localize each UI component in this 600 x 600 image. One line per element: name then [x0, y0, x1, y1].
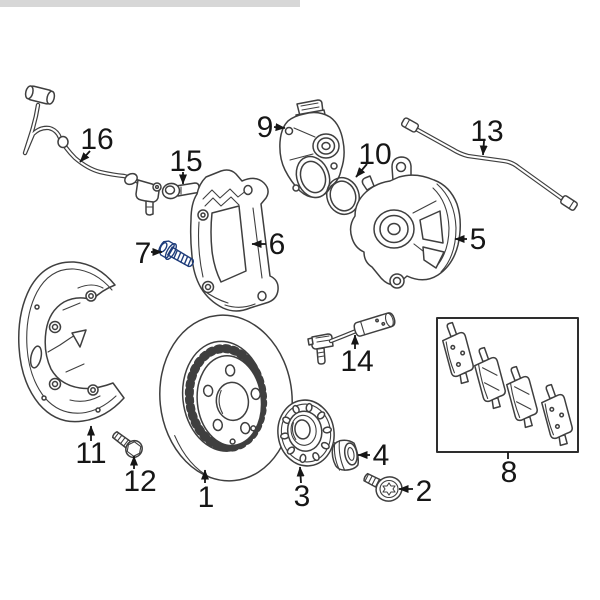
callout-number: 13: [470, 115, 503, 148]
callout-number: 2: [416, 475, 433, 508]
callout-9-actuator: 9: [257, 111, 286, 144]
callout-number: 3: [294, 480, 311, 513]
part-1-brake-rotor: [159, 314, 293, 482]
part-2-rotor-set-screw: [363, 472, 403, 502]
callout-arrow: [479, 140, 488, 156]
callout-5-brake-caliper: 5: [454, 223, 487, 256]
part-13-brake-hose: [400, 117, 578, 211]
callout-8-brake-pad-set: 8: [501, 452, 518, 489]
callout-number: 15: [169, 145, 202, 178]
callout-arrow: [355, 163, 368, 178]
part-16-abs-speed-sensor: [22, 85, 162, 216]
callout-number: 4: [373, 439, 390, 472]
callout-number: 11: [75, 437, 106, 470]
part-4-hub-cap: [331, 439, 360, 471]
part-6-caliper-bracket: [189, 169, 279, 312]
part-8-brake-pad-set: [436, 317, 579, 453]
callout-number: 8: [501, 456, 518, 489]
callout-arrow: [296, 466, 305, 484]
part-9-parking-brake-actuator: [279, 99, 345, 199]
part-12-shield-bolt: [111, 431, 143, 459]
part-3-wheel-hub: [277, 399, 335, 467]
part-15-guide-pin: [161, 182, 200, 200]
callout-number: 7: [135, 237, 152, 270]
part-11-splash-shield: [17, 261, 125, 423]
callout-16-abs-sensor: 16: [79, 123, 114, 163]
brake-pad: [442, 321, 474, 385]
brake-pad: [541, 383, 573, 447]
callout-2-rotor-screw: 2: [398, 475, 433, 508]
callout-number: 9: [257, 111, 274, 144]
callout-number: 12: [123, 465, 156, 498]
callout-number: 10: [358, 138, 391, 171]
brake-pad: [506, 365, 538, 429]
part-5-brake-caliper: [349, 156, 461, 289]
callout-1-brake-rotor: 1: [198, 469, 215, 514]
callout-3-wheel-hub: 3: [294, 466, 311, 513]
callout-number: 1: [198, 481, 215, 514]
callout-6-caliper-bracket: 6: [251, 228, 286, 261]
callouts: 1 2 3 4 5 6 7 8: [75, 111, 517, 514]
callout-10-o-ring: 10: [355, 138, 392, 178]
callout-number: 14: [340, 345, 373, 378]
callout-15-guide-pin: 15: [169, 145, 203, 185]
callout-number: 6: [269, 228, 286, 261]
callout-arrow: [79, 150, 91, 163]
callout-12-shield-bolt: 12: [123, 455, 157, 498]
top-edge-strip: [0, 0, 300, 7]
callout-14-wear-sensor: 14: [340, 334, 374, 378]
callout-number: 16: [80, 123, 113, 156]
callout-13-brake-hose: 13: [470, 115, 504, 156]
part-14-pad-wear-sensor: [307, 312, 396, 365]
callout-7-caliper-bolt: 7: [135, 237, 163, 270]
part-10-o-ring: [325, 176, 361, 216]
brake-pad: [474, 346, 506, 410]
callout-4-hub-cap: 4: [357, 439, 390, 472]
callout-number: 5: [470, 223, 487, 256]
part-7-caliper-bolt-highlighted: [158, 240, 195, 268]
callout-11-splash-shield: 11: [75, 425, 107, 470]
callout-arrow: [273, 123, 286, 132]
